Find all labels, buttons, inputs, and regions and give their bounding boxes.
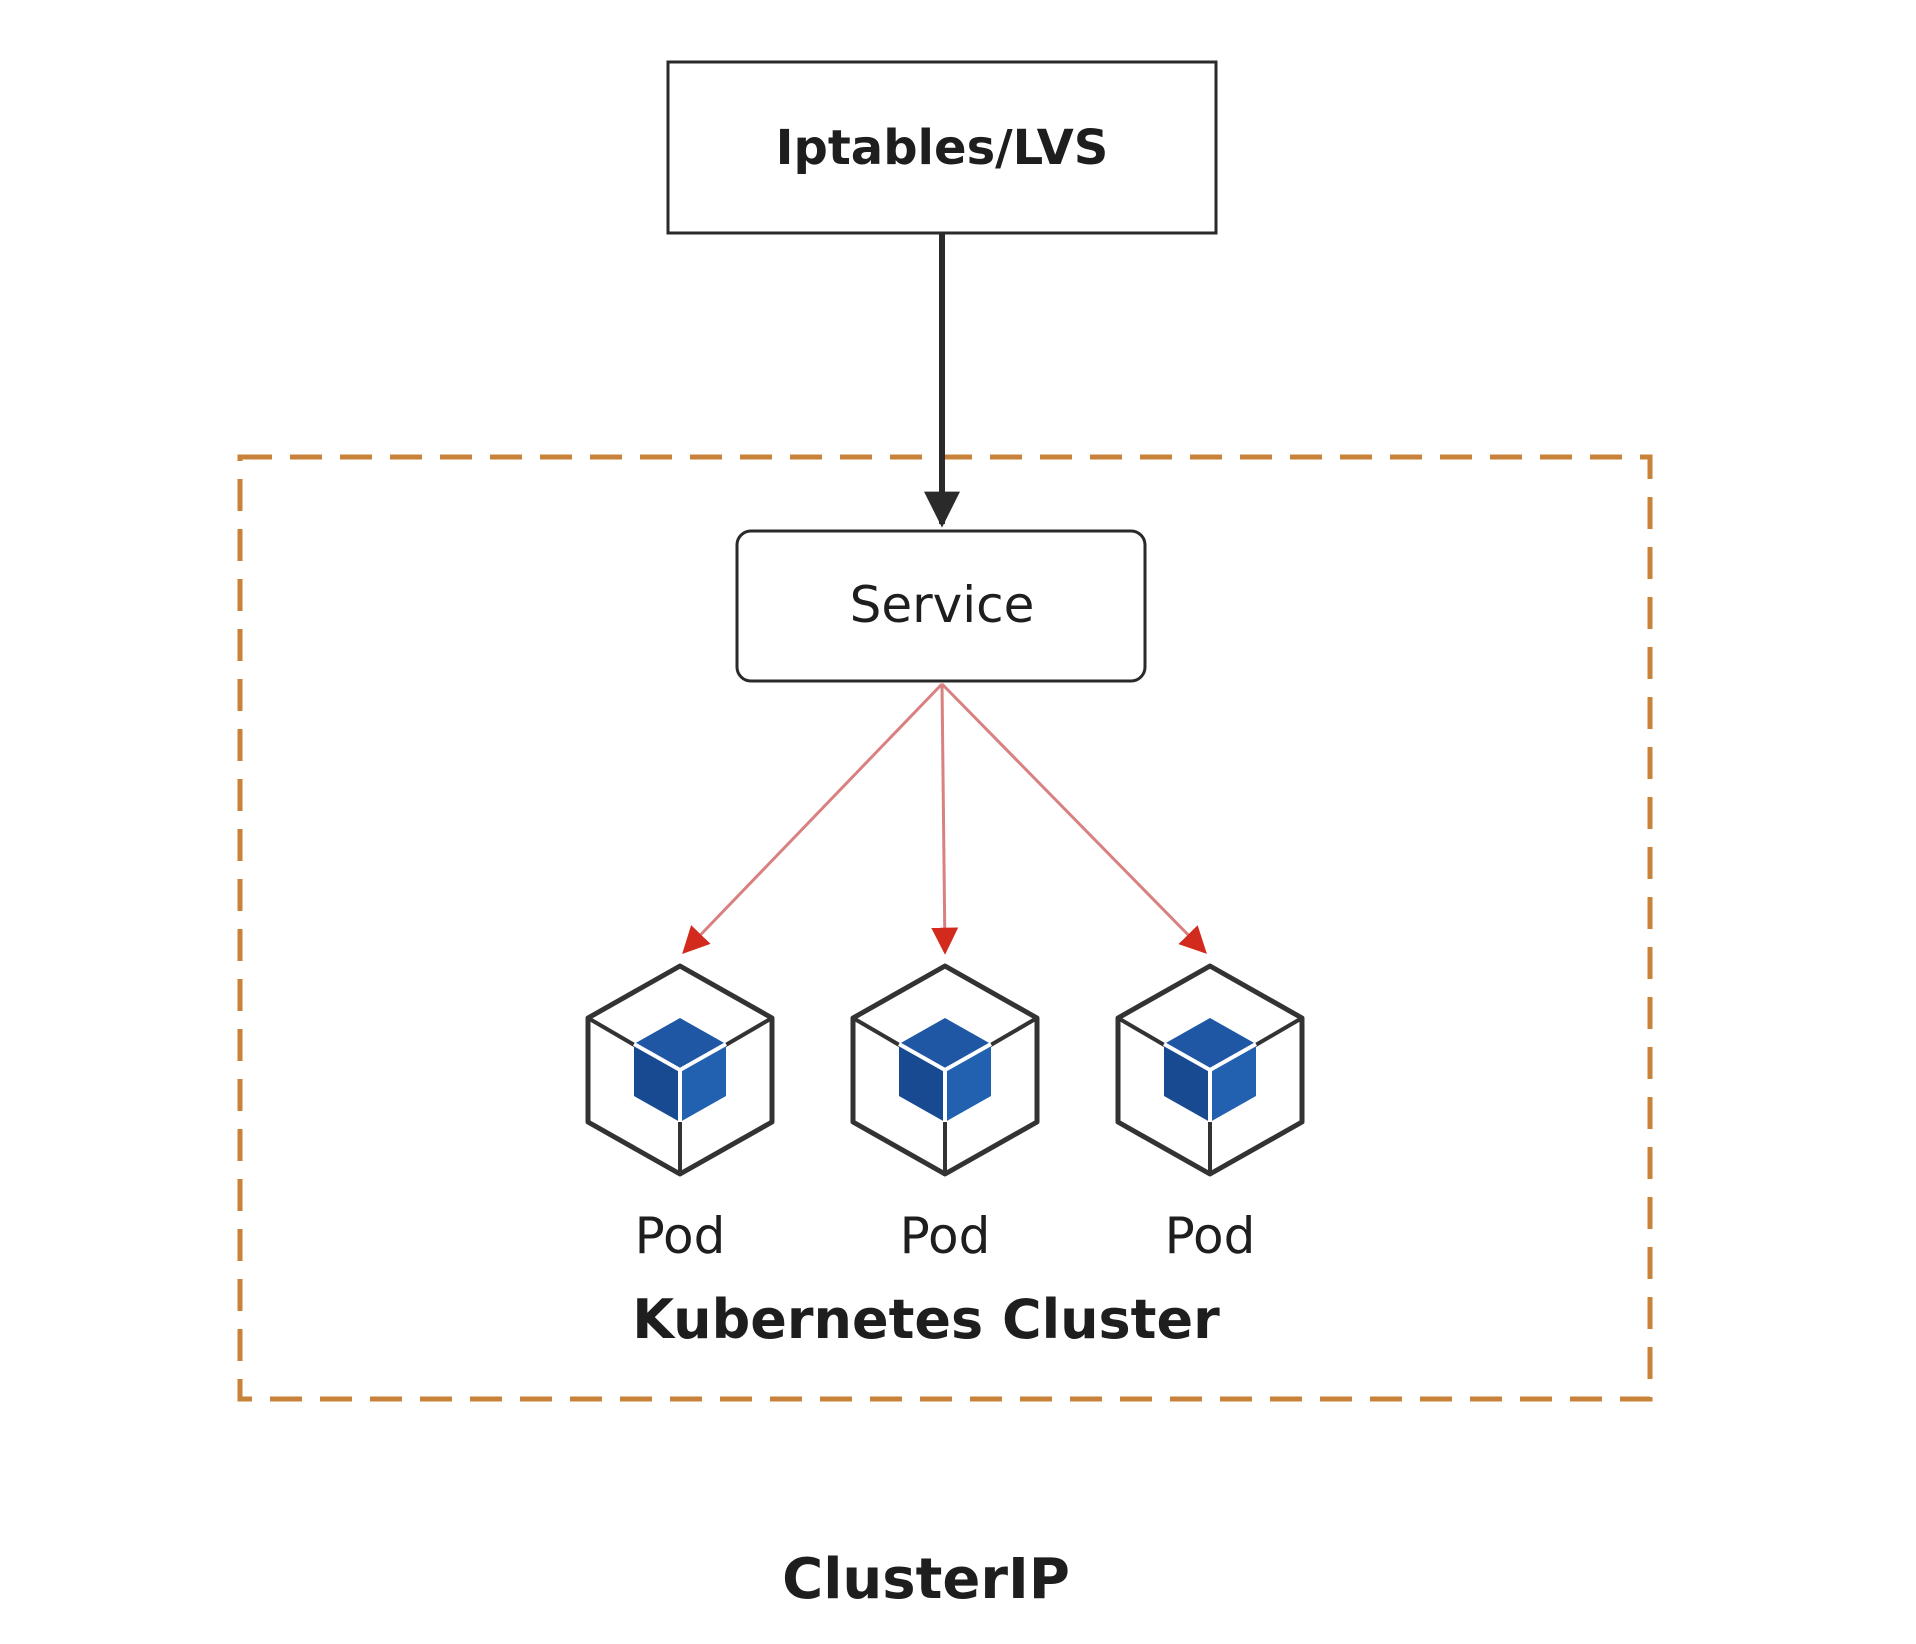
pod-icon	[850, 963, 1040, 1177]
pod-label: Pod	[900, 1207, 991, 1265]
service-to-pod-2-arrow	[931, 683, 959, 955]
service-to-pod-1-arrow	[682, 682, 944, 954]
diagram-caption: ClusterIP	[782, 1547, 1070, 1612]
pod-node-2: Pod	[850, 963, 1040, 1265]
iptables-lvs-node: Iptables/LVS	[666, 60, 1218, 235]
pod-icon	[1115, 963, 1305, 1177]
pod-node-1: Pod	[585, 963, 775, 1265]
pod-label: Pod	[1165, 1207, 1256, 1265]
pod-node-3: Pod	[1115, 963, 1305, 1265]
cluster-label: Kubernetes Cluster	[632, 1288, 1220, 1351]
service-node: Service	[735, 529, 1147, 683]
pod-label: Pod	[635, 1207, 726, 1265]
service-to-pod-3-arrow	[940, 682, 1207, 954]
pod-icon	[585, 963, 775, 1177]
service-label: Service	[850, 576, 1035, 634]
iptables-lvs-label: Iptables/LVS	[776, 120, 1109, 176]
